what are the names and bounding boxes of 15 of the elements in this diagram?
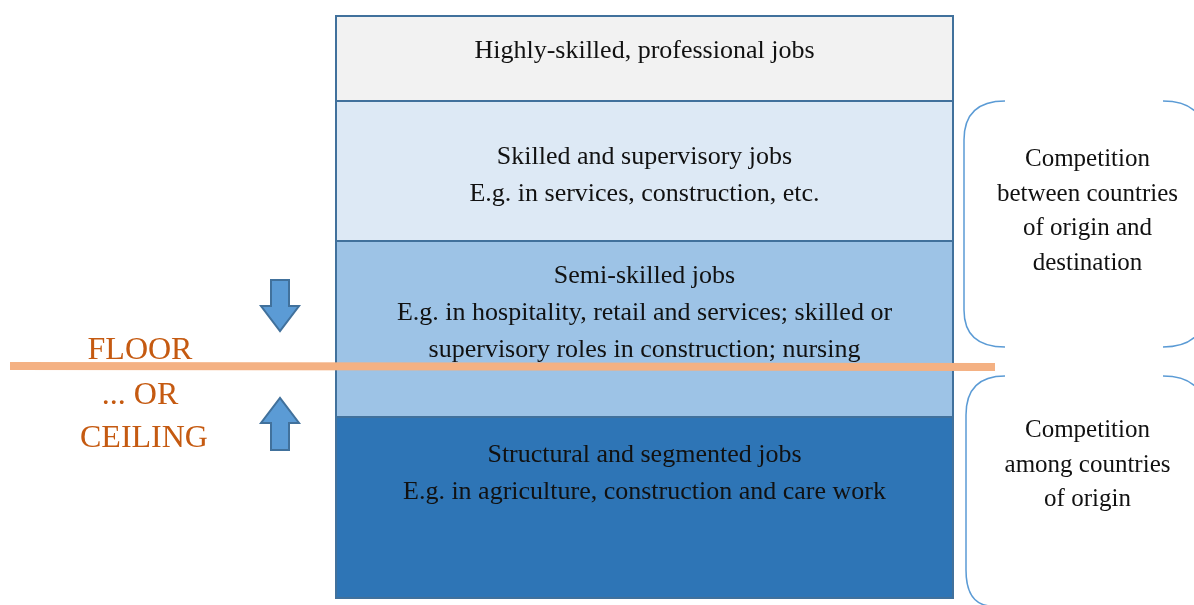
tier-examples: E.g. in agriculture, construction and care work xyxy=(403,475,886,507)
tier-band xyxy=(335,15,954,102)
threshold-label: FLOOR xyxy=(86,329,194,368)
tier-title: Semi-skilled jobs xyxy=(553,259,736,291)
tier-examples: E.g. in hospitality, retail and services; skilled or supervisory roles in construction; nursing xyxy=(395,296,894,365)
tier-title: Skilled and supervisory jobs xyxy=(496,140,793,172)
tier-band xyxy=(335,240,954,418)
tier-band xyxy=(335,100,954,242)
tier-title: Highly-skilled, professional jobs xyxy=(474,34,815,66)
threshold-label: ... OR CEILING xyxy=(79,374,209,456)
competition-note: Competition between countries of origin and destination xyxy=(995,143,1180,277)
competition-note: Competition among countries of origin xyxy=(1003,414,1172,513)
tier-band xyxy=(335,416,954,599)
tier-examples: E.g. in services, construction, etc. xyxy=(469,177,820,209)
tier-title: Structural and segmented jobs xyxy=(487,438,802,470)
